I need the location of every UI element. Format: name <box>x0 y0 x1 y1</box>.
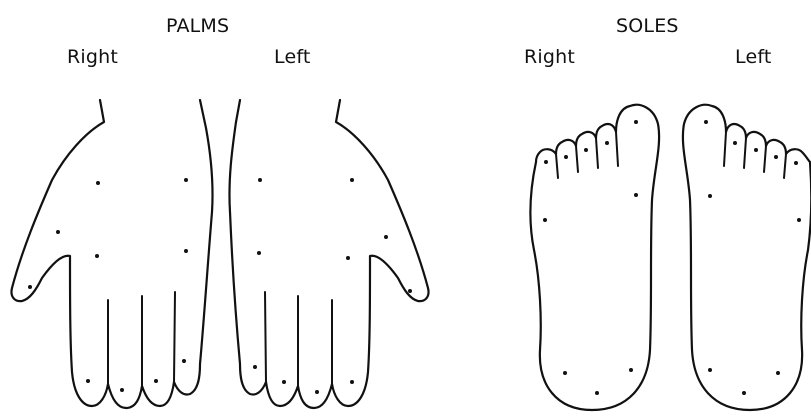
left-sole-lesion-dot <box>797 218 801 222</box>
right-palm-lesion-dot <box>184 178 188 182</box>
right-sole-toe-line-3 <box>576 146 578 172</box>
right-sole-lesion-dot <box>634 193 638 197</box>
right-sole-lesion-dot <box>629 368 633 372</box>
right-sole-lesion-dot <box>563 371 567 375</box>
left-sole-lesion-dot <box>704 120 708 124</box>
left-sole-lesion-dot <box>733 141 737 145</box>
left-sole-lesion-dot <box>794 161 798 165</box>
left-palm-lesion-dot <box>282 380 286 384</box>
right-sole-lesion-dot <box>584 148 588 152</box>
left-sole-toe-line-4 <box>784 154 786 178</box>
right-palm-lesion-dot <box>56 230 60 234</box>
right-sole-lesion-dot <box>634 120 638 124</box>
right-palm-lesion-dot <box>182 359 186 363</box>
left-palm <box>229 100 428 408</box>
right-palm-lesion-dot <box>96 181 100 185</box>
right-sole-outline <box>530 105 659 410</box>
left-sole-lesion-dot <box>776 371 780 375</box>
right-sole-toe-line-2 <box>596 138 598 168</box>
right-palm <box>11 100 212 408</box>
right-sole-lesion-dot <box>595 391 599 395</box>
left-palm-lesion-dot <box>384 235 388 239</box>
left-sole-toe-line-1 <box>724 132 726 166</box>
right-palm-lesion-dot <box>28 285 32 289</box>
left-palm-lesion-dot <box>350 380 354 384</box>
left-palm-lesion-dot <box>257 251 261 255</box>
right-palm-lesion-dot <box>95 254 99 258</box>
left-palm-lesion-dot <box>346 256 350 260</box>
left-sole-lesion-dot <box>708 194 712 198</box>
right-palm-lesion-dot <box>120 388 124 392</box>
right-sole-lesion-dot <box>544 160 548 164</box>
right-palm-finger-line-3 <box>174 292 175 382</box>
right-sole-lesion-dot <box>564 155 568 159</box>
right-sole <box>530 105 659 410</box>
right-sole-lesion-dot <box>543 218 547 222</box>
right-sole-toe-line-1 <box>616 132 618 166</box>
left-sole-lesion-dot <box>708 368 712 372</box>
right-palm-lesion-dot <box>184 249 188 253</box>
right-palm-lesion-dot <box>86 379 90 383</box>
left-palm-lesion-dot <box>315 390 319 394</box>
left-sole-toe-line-3 <box>764 146 766 172</box>
right-sole-toe-line-4 <box>556 154 558 178</box>
right-sole-lesion-dot <box>605 141 609 145</box>
left-sole-lesion-dot <box>774 155 778 159</box>
left-palm-lesion-dot <box>253 365 257 369</box>
left-sole-lesion-dot <box>754 148 758 152</box>
right-palm-lesion-dot <box>154 379 158 383</box>
left-palm-lesion-dot <box>350 178 354 182</box>
left-sole-toe-line-2 <box>744 138 746 168</box>
left-palm-lesion-dot <box>408 289 412 293</box>
left-sole-lesion-dot <box>742 391 746 395</box>
left-palm-finger-line-1 <box>265 292 266 382</box>
left-sole <box>683 105 811 410</box>
left-palm-lesion-dot <box>258 178 262 182</box>
left-sole-outline <box>683 105 811 410</box>
